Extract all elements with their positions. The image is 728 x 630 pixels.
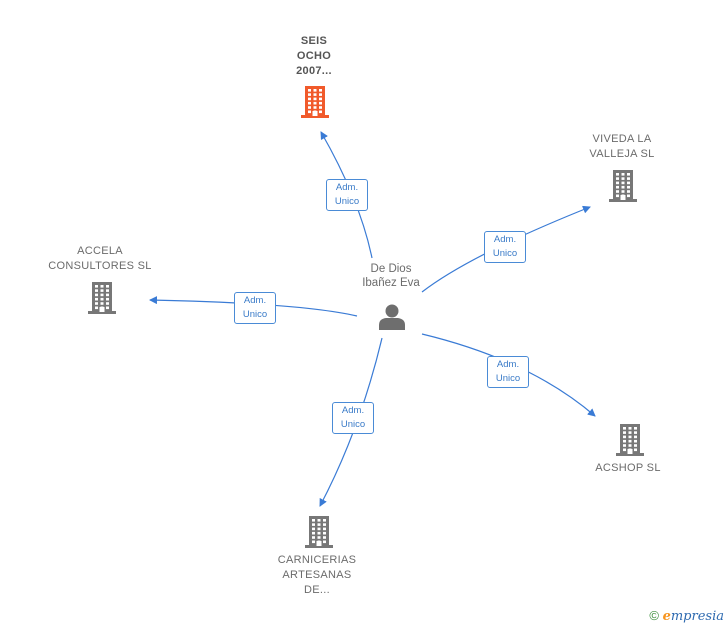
building-icon[interactable] [607,168,639,202]
person-name[interactable]: De Dios Ibañez Eva [362,263,420,289]
company-node-seis[interactable]: SEIS OCHO 2007... [276,34,352,79]
footer-brand: © empresia [649,608,724,624]
relation-label-accela: Adm. Unico [234,292,276,324]
company-label[interactable]: CARNICERIAS ARTESANAS DE... [277,554,357,596]
company-node-viveda[interactable]: VIVEDA LA VALLEJA SL [576,132,668,162]
building-icon[interactable] [86,280,118,314]
building-icon[interactable] [299,84,331,118]
relation-label-viveda: Adm. Unico [484,231,526,263]
relation-label-acshop: Adm. Unico [487,356,529,388]
building-icon[interactable] [614,422,646,456]
company-label[interactable]: VIVEDA LA VALLEJA SL [589,133,655,160]
relation-label-carnicerias: Adm. Unico [332,402,374,434]
brand-logo: empresia [662,609,724,624]
relation-label-seis: Adm. Unico [326,179,368,211]
company-node-carnicerias[interactable]: CARNICERIAS ARTESANAS DE... [265,553,369,598]
company-label[interactable]: ACSHOP SL [595,462,661,474]
company-label[interactable]: SEIS OCHO 2007... [296,35,332,77]
copyright-icon: © [649,608,659,623]
company-label[interactable]: ACCELA CONSULTORES SL [48,245,152,272]
company-node-accela[interactable]: ACCELA CONSULTORES SL [40,244,160,274]
edge-accela [149,296,358,317]
company-node-acshop[interactable]: ACSHOP SL [582,461,674,476]
person-icon[interactable] [378,302,406,330]
building-icon[interactable] [303,514,335,548]
